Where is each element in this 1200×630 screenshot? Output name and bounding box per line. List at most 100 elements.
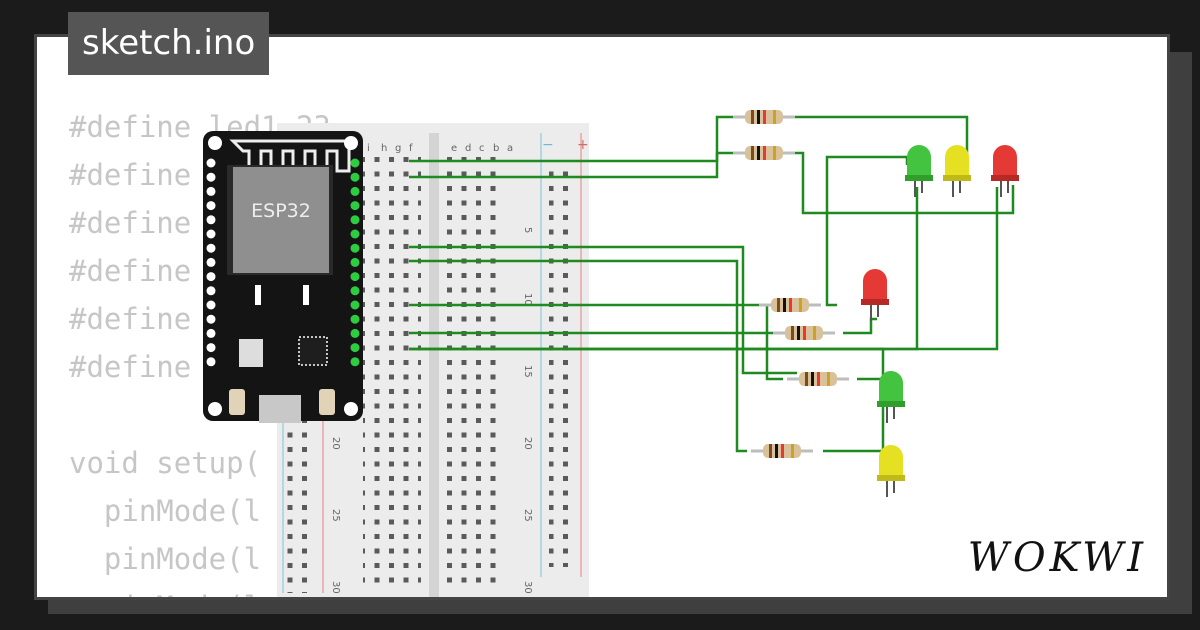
wire	[409, 151, 737, 179]
code-line: #define	[69, 206, 192, 240]
header-pin	[206, 215, 216, 225]
mount-hole	[344, 136, 358, 150]
column-label: h	[381, 143, 387, 154]
header-pin	[350, 186, 360, 196]
resistor	[773, 326, 835, 340]
circuit-diagram: i h g f e d c b a − + 5 10 15 20 25 30 2…	[203, 110, 1019, 597]
led-green	[877, 371, 905, 423]
row-number: 20	[522, 437, 533, 450]
row-number: 30	[330, 581, 341, 594]
column-label: b	[493, 143, 499, 154]
row-number: 25	[522, 509, 533, 522]
wire	[843, 317, 877, 335]
header-pin	[206, 300, 216, 310]
code-line: #define	[69, 302, 192, 336]
code-line: pinMode(l	[69, 542, 262, 576]
column-label: a	[507, 143, 513, 154]
wire	[765, 305, 783, 381]
header-pin	[350, 286, 360, 296]
usb-chip	[298, 336, 328, 366]
row-number: 25	[330, 509, 341, 522]
header-pin	[206, 257, 216, 267]
header-pin	[350, 257, 360, 267]
wire	[409, 259, 747, 453]
header-pin	[350, 158, 360, 168]
left-terminal-strip	[363, 149, 421, 589]
center-channel	[429, 133, 439, 597]
column-label: i	[367, 143, 370, 154]
row-number: 10	[522, 293, 533, 306]
header-pin	[206, 186, 216, 196]
header-pin	[350, 229, 360, 239]
code-line: #define	[69, 254, 192, 288]
header-pin	[350, 215, 360, 225]
column-label: g	[395, 143, 401, 154]
esp32-board: ESP32	[203, 131, 363, 423]
header-pin	[350, 243, 360, 253]
header-pin	[350, 201, 360, 211]
wires	[409, 115, 1015, 473]
column-label: c	[479, 143, 485, 154]
resistor	[787, 372, 849, 386]
resistor	[759, 298, 821, 312]
right-power-rail	[549, 167, 575, 567]
rail-minus-label: −	[542, 137, 554, 153]
board-marking	[255, 285, 261, 305]
wire	[789, 151, 1015, 215]
right-terminal-strip	[447, 149, 505, 589]
left-header-pins	[206, 158, 216, 367]
column-label: f	[409, 143, 413, 154]
header-pin	[350, 357, 360, 367]
led-yellow	[877, 445, 905, 497]
esp32-module	[233, 167, 329, 273]
header-pin	[206, 243, 216, 253]
voltage-regulator	[239, 339, 263, 367]
wire	[409, 187, 999, 351]
row-number: 15	[522, 365, 533, 378]
wire	[409, 115, 737, 163]
code-line: #define led1 23	[69, 110, 331, 144]
mount-hole	[344, 402, 358, 416]
led-red	[861, 269, 889, 321]
column-label: e	[451, 143, 457, 154]
led-yellow	[943, 145, 971, 197]
code-background: #define led1 23 #define #define #define #def…	[69, 103, 331, 597]
rail-plus-label: +	[577, 137, 589, 153]
board-marking	[303, 285, 309, 305]
code-line: pinMode(l	[69, 583, 331, 597]
header-pin	[206, 158, 216, 168]
row-number: 5	[522, 227, 533, 233]
header-pin	[206, 229, 216, 239]
wokwi-logo: WOKWI	[967, 535, 1147, 581]
code-line: #define	[69, 350, 192, 384]
header-pin	[350, 300, 360, 310]
file-tab[interactable]: sketch.ino	[68, 12, 270, 75]
header-pin	[206, 314, 216, 324]
header-pin	[206, 272, 216, 282]
wire	[823, 449, 889, 467]
wire	[409, 245, 797, 375]
resistor	[751, 444, 813, 458]
preview-card: #define led1 23 #define #define #define #def…	[34, 34, 1170, 600]
header-pin	[206, 357, 216, 367]
header-pin	[206, 172, 216, 182]
resistor	[733, 146, 795, 160]
row-number: 30	[522, 581, 533, 594]
code-line: pinMode(l	[69, 494, 262, 528]
header-pin	[350, 172, 360, 182]
header-pin	[350, 314, 360, 324]
column-label: d	[465, 143, 471, 154]
code-line: void setup(	[69, 446, 262, 480]
header-pin	[206, 343, 216, 353]
mount-hole	[208, 402, 222, 416]
header-pin	[206, 286, 216, 296]
right-header-pins	[350, 158, 360, 367]
header-pin	[350, 328, 360, 338]
boot-button[interactable]	[319, 389, 335, 415]
header-pin	[206, 201, 216, 211]
en-button[interactable]	[229, 389, 245, 415]
leds	[861, 145, 1019, 497]
esp32-label: ESP32	[251, 200, 311, 222]
wire	[789, 115, 969, 165]
row-number: 20	[330, 437, 341, 450]
